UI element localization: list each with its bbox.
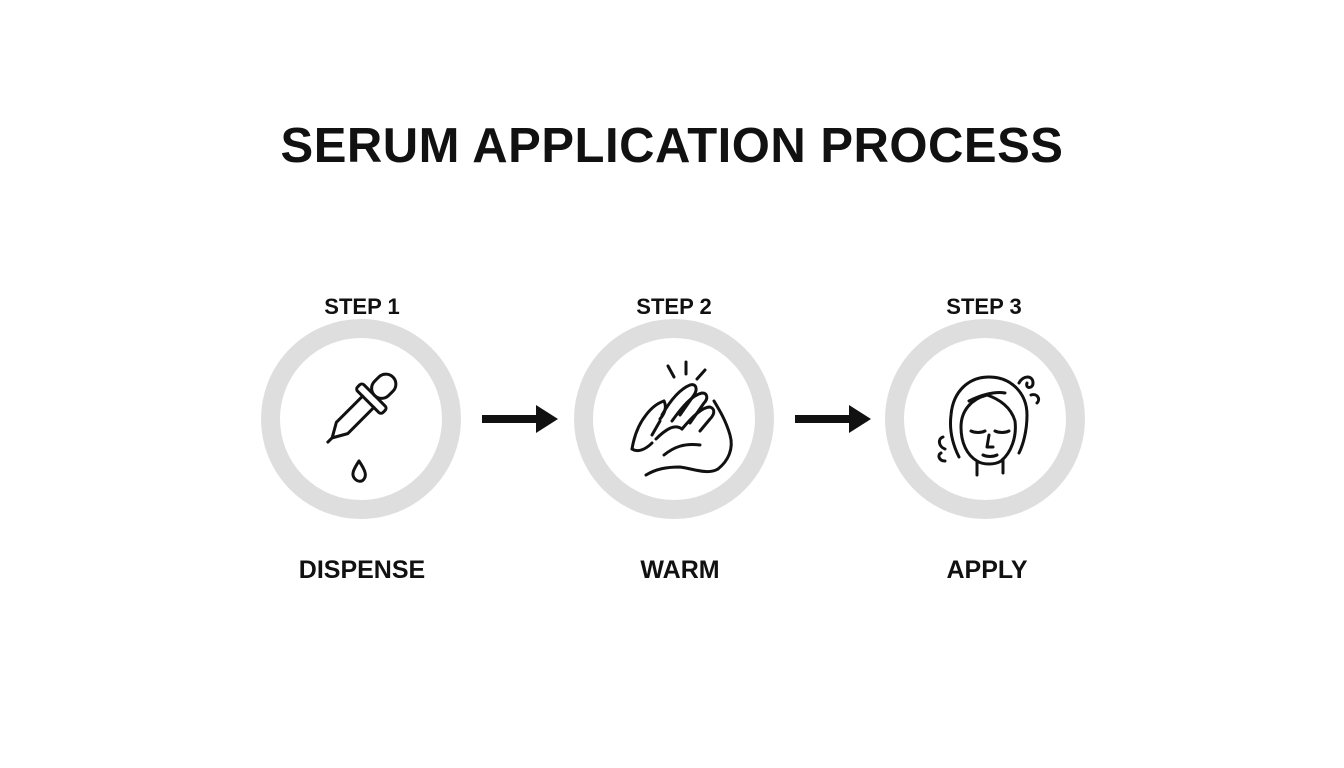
page-title: SERUM APPLICATION PROCESS: [280, 119, 1064, 173]
rubbing-hands-icon: [630, 360, 733, 477]
step-1-circle: [261, 319, 461, 519]
arrow-right-icon: [795, 405, 871, 433]
step-2-action: WARM: [640, 556, 720, 584]
step-1-label: STEP 1: [324, 294, 400, 319]
step-3-circle: [885, 319, 1085, 519]
step-3-label: STEP 3: [946, 294, 1022, 319]
step-3-action: APPLY: [946, 556, 1028, 584]
face-icon: [937, 375, 1041, 477]
step-2-circle: [574, 319, 774, 519]
step-2-label: STEP 2: [636, 294, 712, 319]
step-1-action: DISPENSE: [298, 556, 426, 584]
arrow-right-icon: [482, 405, 558, 433]
dropper-icon: [326, 372, 398, 483]
